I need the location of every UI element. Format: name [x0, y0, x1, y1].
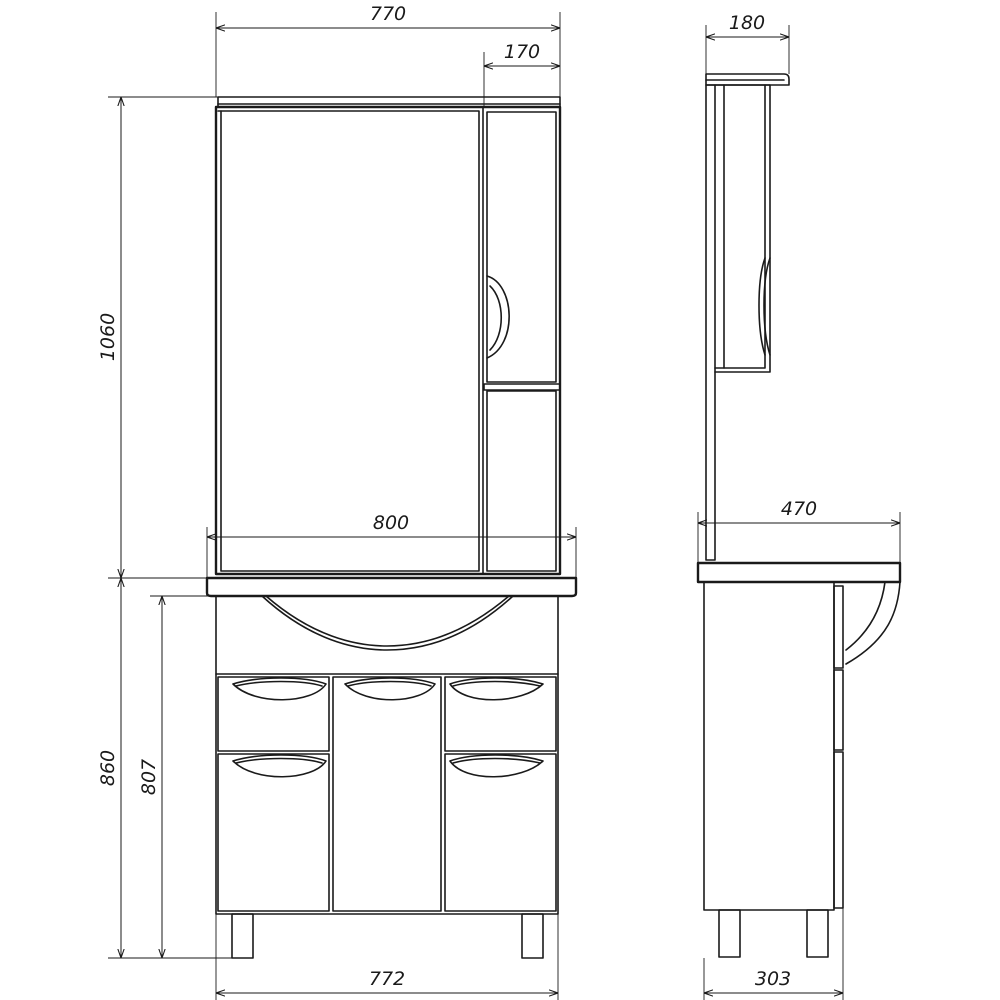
- dim-label-860: 860: [97, 750, 119, 786]
- dim-label-170: 170: [504, 41, 540, 63]
- dim-label-772: 772: [369, 968, 405, 990]
- front-vanity: [205, 576, 578, 959]
- dim-label-800: 800: [373, 512, 409, 534]
- dim-label-303: 303: [755, 968, 791, 990]
- dim-label-180: 180: [729, 12, 765, 34]
- front-mirror-cabinet: [214, 96, 562, 576]
- side-view: [696, 73, 902, 958]
- dimension-lines: [108, 12, 901, 1000]
- dim-label-807: 807: [138, 759, 160, 795]
- dim-label-770: 770: [370, 3, 406, 25]
- dim-label-1060: 1060: [97, 313, 119, 361]
- dim-label-470: 470: [781, 498, 817, 520]
